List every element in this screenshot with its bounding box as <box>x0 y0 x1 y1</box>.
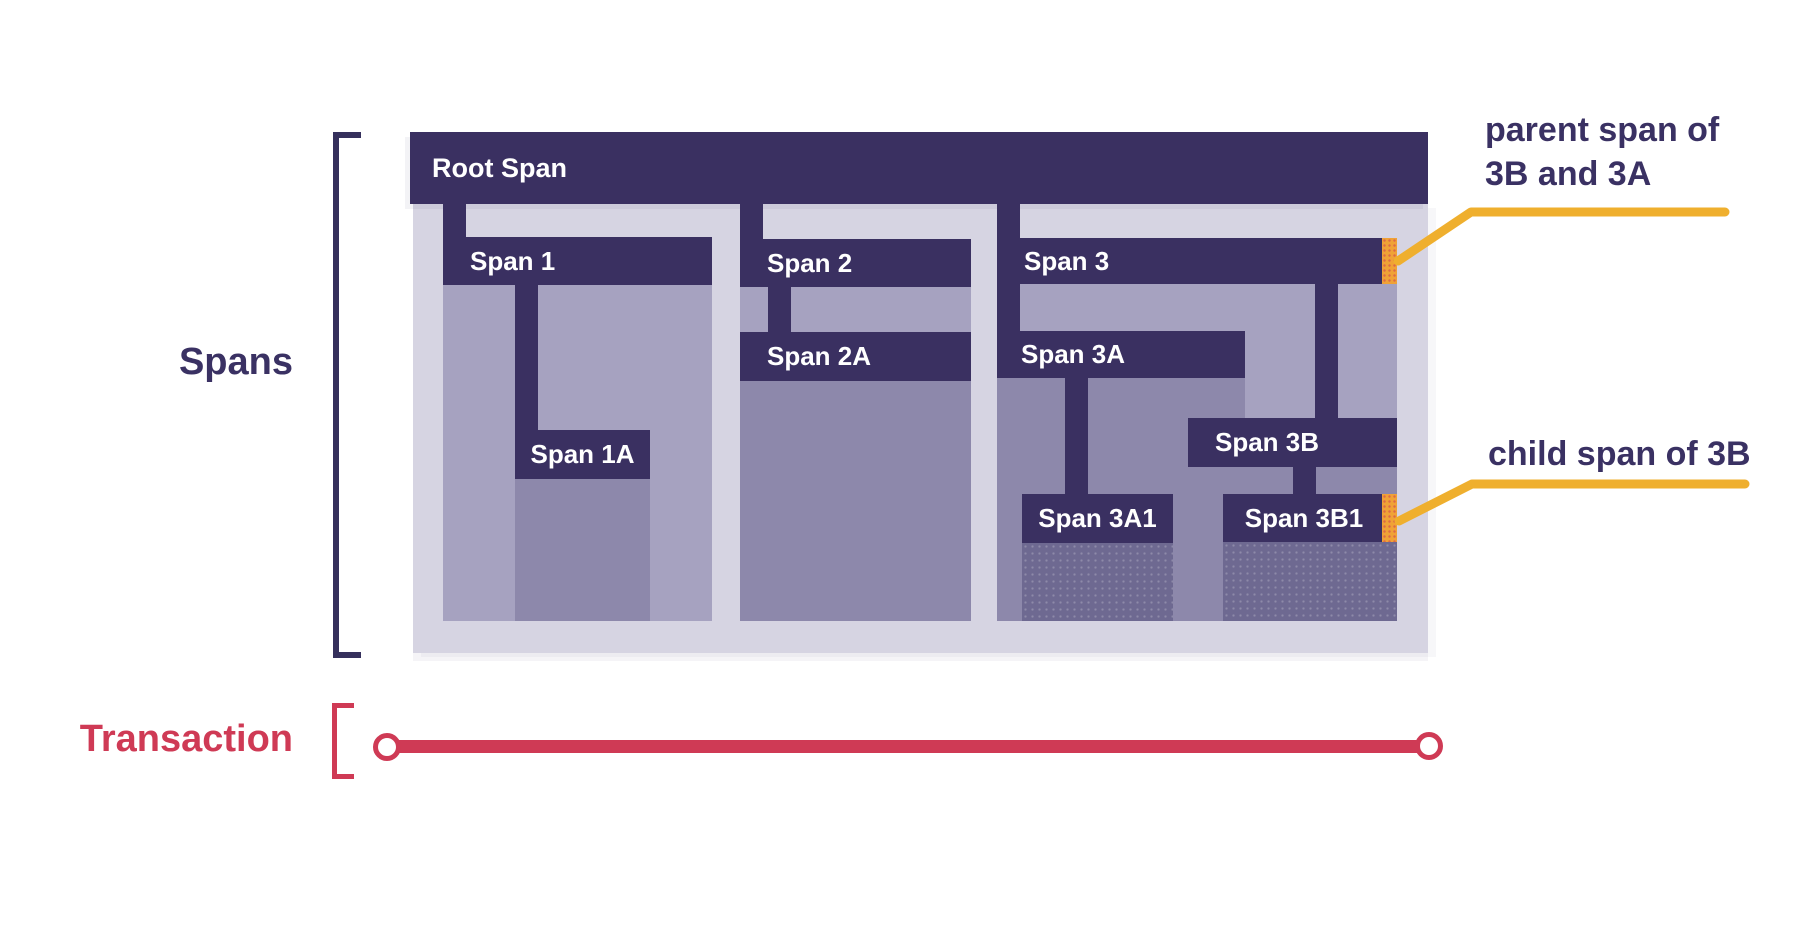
transaction-end-dot <box>1415 732 1443 760</box>
span-3-label: Span 3 <box>1024 245 1110 276</box>
transaction-bracket <box>332 703 354 779</box>
spans-label: Spans <box>178 341 293 383</box>
connector-root-to-span-3 <box>997 204 1020 238</box>
span-3b1-label: Span 3B1 <box>1244 502 1364 533</box>
transaction-start-dot <box>373 733 401 761</box>
span-2-label: Span 2 <box>767 247 853 278</box>
connector-root-to-span-2 <box>740 204 763 239</box>
span-2a-label: Span 2A <box>767 341 872 371</box>
root-span-bar: Root Span <box>410 132 1428 204</box>
connector-span-3a-to-3a1 <box>1065 378 1088 494</box>
span-3a1-duration-fill <box>1022 543 1173 621</box>
span-3b1-duration-fill <box>1223 542 1397 621</box>
span-1-bar: Span 1 <box>443 237 712 285</box>
span-3b-label: Span 3B <box>1215 427 1320 457</box>
span-3b1-bar: Span 3B1 <box>1223 494 1397 542</box>
span-3-bar: Span 3 <box>997 238 1397 284</box>
span-3a-label: Span 3A <box>1021 339 1126 369</box>
span-1a-bar: Span 1A <box>515 430 650 479</box>
connector-root-to-span-1 <box>443 204 466 237</box>
child-annotation-line1: child span of 3B <box>1488 435 1751 473</box>
connector-span-1-to-1a <box>515 285 538 430</box>
span-3b-bar: Span 3B <box>1188 418 1397 467</box>
span-3a1-label: Span 3A1 <box>1038 503 1157 533</box>
parent-annotation-line2: 3B and 3A <box>1485 155 1652 193</box>
connector-span-3-to-3a <box>997 283 1020 331</box>
span-3-parent-marker <box>1382 238 1397 284</box>
span-2a-bar: Span 2A <box>740 332 971 381</box>
span-2-bar: Span 2 <box>740 239 971 287</box>
span-1-label: Span 1 <box>470 245 556 276</box>
child-annotation-text: child span of 3B <box>1488 432 1751 476</box>
transaction-label: Transaction <box>79 718 293 760</box>
parent-annotation-text: parent span of 3B and 3A <box>1485 108 1719 196</box>
child-annotation-line <box>1394 479 1750 526</box>
span-1a-duration-fill <box>515 479 650 621</box>
transaction-duration-line <box>395 740 1419 753</box>
span-3b1-child-marker <box>1382 494 1397 542</box>
span-3a1-bar: Span 3A1 <box>1022 494 1173 543</box>
connector-span-3-to-3b <box>1315 283 1338 418</box>
span-2a-duration-fill <box>740 381 971 621</box>
parent-annotation-line1: parent span of <box>1485 111 1720 149</box>
spans-bracket <box>333 132 361 658</box>
connector-span-3b-to-3b1 <box>1293 467 1316 494</box>
root-span-label: Root Span <box>432 152 567 183</box>
parent-annotation-line <box>1393 207 1730 266</box>
connector-span-2-to-2a <box>768 287 791 332</box>
span-1a-label: Span 1A <box>530 439 635 469</box>
span-3a-bar: Span 3A <box>997 331 1245 378</box>
